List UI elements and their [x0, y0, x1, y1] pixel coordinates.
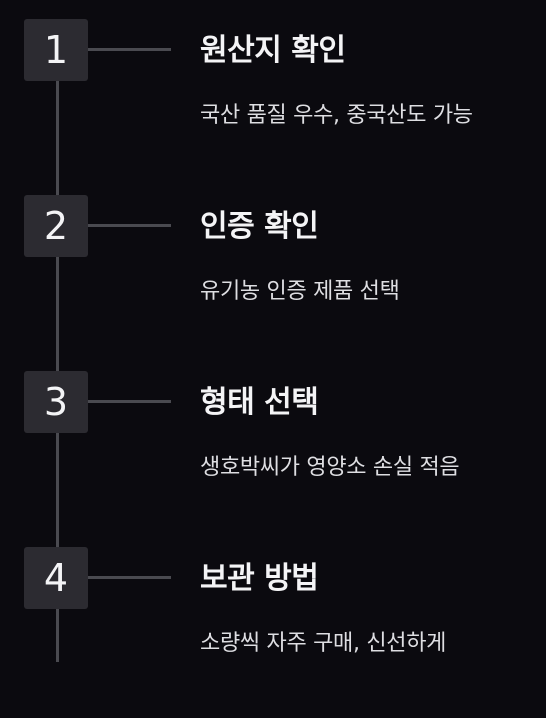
step-title: 원산지 확인 — [200, 33, 346, 68]
step-title: 형태 선택 — [200, 385, 319, 420]
step-title: 인증 확인 — [200, 209, 319, 244]
step-description: 생호박씨가 영양소 손실 적음 — [200, 455, 460, 480]
step-number-badge: 1 — [24, 19, 88, 81]
step-2: 2 인증 확인 유기농 인증 제품 선택 — [0, 195, 546, 335]
step-number-badge: 2 — [24, 195, 88, 257]
step-connector — [88, 400, 171, 403]
step-connector — [88, 224, 171, 227]
step-description: 유기농 인증 제품 선택 — [200, 279, 400, 304]
step-number-badge: 4 — [24, 547, 88, 609]
step-1: 1 원산지 확인 국산 품질 우수, 중국산도 가능 — [0, 19, 546, 159]
timeline-line — [56, 20, 59, 662]
step-description: 국산 품질 우수, 중국산도 가능 — [200, 103, 473, 128]
step-number-badge: 3 — [24, 371, 88, 433]
step-connector — [88, 576, 171, 579]
step-title: 보관 방법 — [200, 561, 319, 596]
step-3: 3 형태 선택 생호박씨가 영양소 손실 적음 — [0, 371, 546, 511]
step-connector — [88, 48, 171, 51]
step-description: 소량씩 자주 구매, 신선하게 — [200, 631, 447, 656]
step-4: 4 보관 방법 소량씩 자주 구매, 신선하게 — [0, 547, 546, 687]
